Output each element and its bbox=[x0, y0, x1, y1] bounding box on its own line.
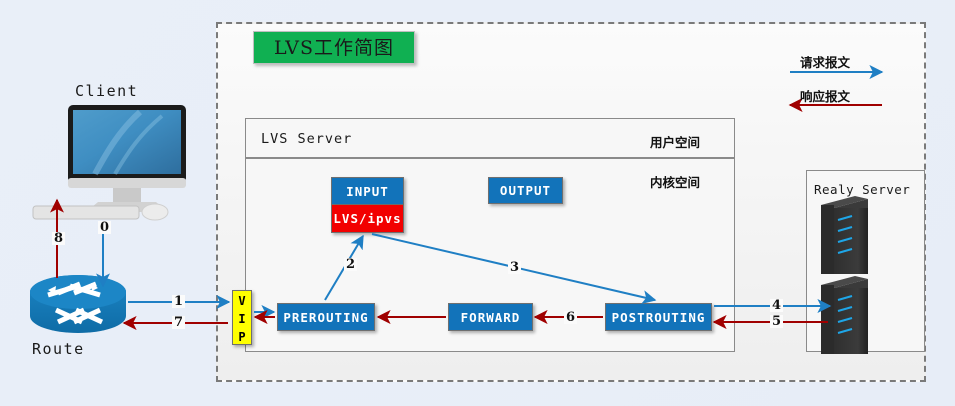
chain-box-output[interactable]: OUTPUT bbox=[488, 177, 563, 204]
route-label: Route bbox=[32, 340, 85, 358]
lvs-server-label: LVS Server bbox=[261, 131, 353, 147]
step-label-6: 6 bbox=[564, 310, 578, 325]
step-label-8: 8 bbox=[52, 231, 66, 246]
vip-letter-v: V bbox=[238, 294, 246, 308]
legend-request-label: 请求报文 bbox=[800, 55, 851, 70]
vip-letter-i: I bbox=[238, 312, 246, 326]
chain-box-input[interactable]: INPUT bbox=[331, 177, 404, 205]
step-label-7: 7 bbox=[172, 315, 186, 330]
chain-box-prerouting[interactable]: PREROUTING bbox=[277, 303, 375, 331]
step-label-5: 5 bbox=[770, 314, 784, 329]
realy-server-label: Realy Server bbox=[814, 182, 911, 197]
chain-box-postrouting[interactable]: POSTROUTING bbox=[605, 303, 712, 331]
chain-box-forward[interactable]: FORWARD bbox=[448, 303, 533, 331]
step-label-2: 2 bbox=[344, 257, 358, 272]
lvs-server-header bbox=[246, 119, 734, 159]
step-label-1: 1 bbox=[172, 294, 186, 309]
vip-box[interactable]: V I P bbox=[232, 290, 252, 345]
kernel-space-label: 内核空间 bbox=[650, 175, 701, 190]
chain-box-lvs-ipvs[interactable]: LVS/ipvs bbox=[331, 205, 404, 233]
imac-computer-icon bbox=[32, 105, 186, 221]
legend-response-label: 响应报文 bbox=[800, 89, 851, 104]
vip-letter-p: P bbox=[238, 330, 246, 344]
step-label-4: 4 bbox=[770, 298, 784, 313]
realy-server-panel bbox=[806, 170, 925, 352]
diagram-title: LVS工作简图 bbox=[253, 31, 415, 64]
step-label-0: 0 bbox=[98, 220, 112, 235]
step-label-3: 3 bbox=[508, 260, 522, 275]
router-icon bbox=[30, 275, 126, 333]
user-space-label: 用户空间 bbox=[650, 135, 701, 150]
client-label: Client bbox=[75, 82, 139, 100]
